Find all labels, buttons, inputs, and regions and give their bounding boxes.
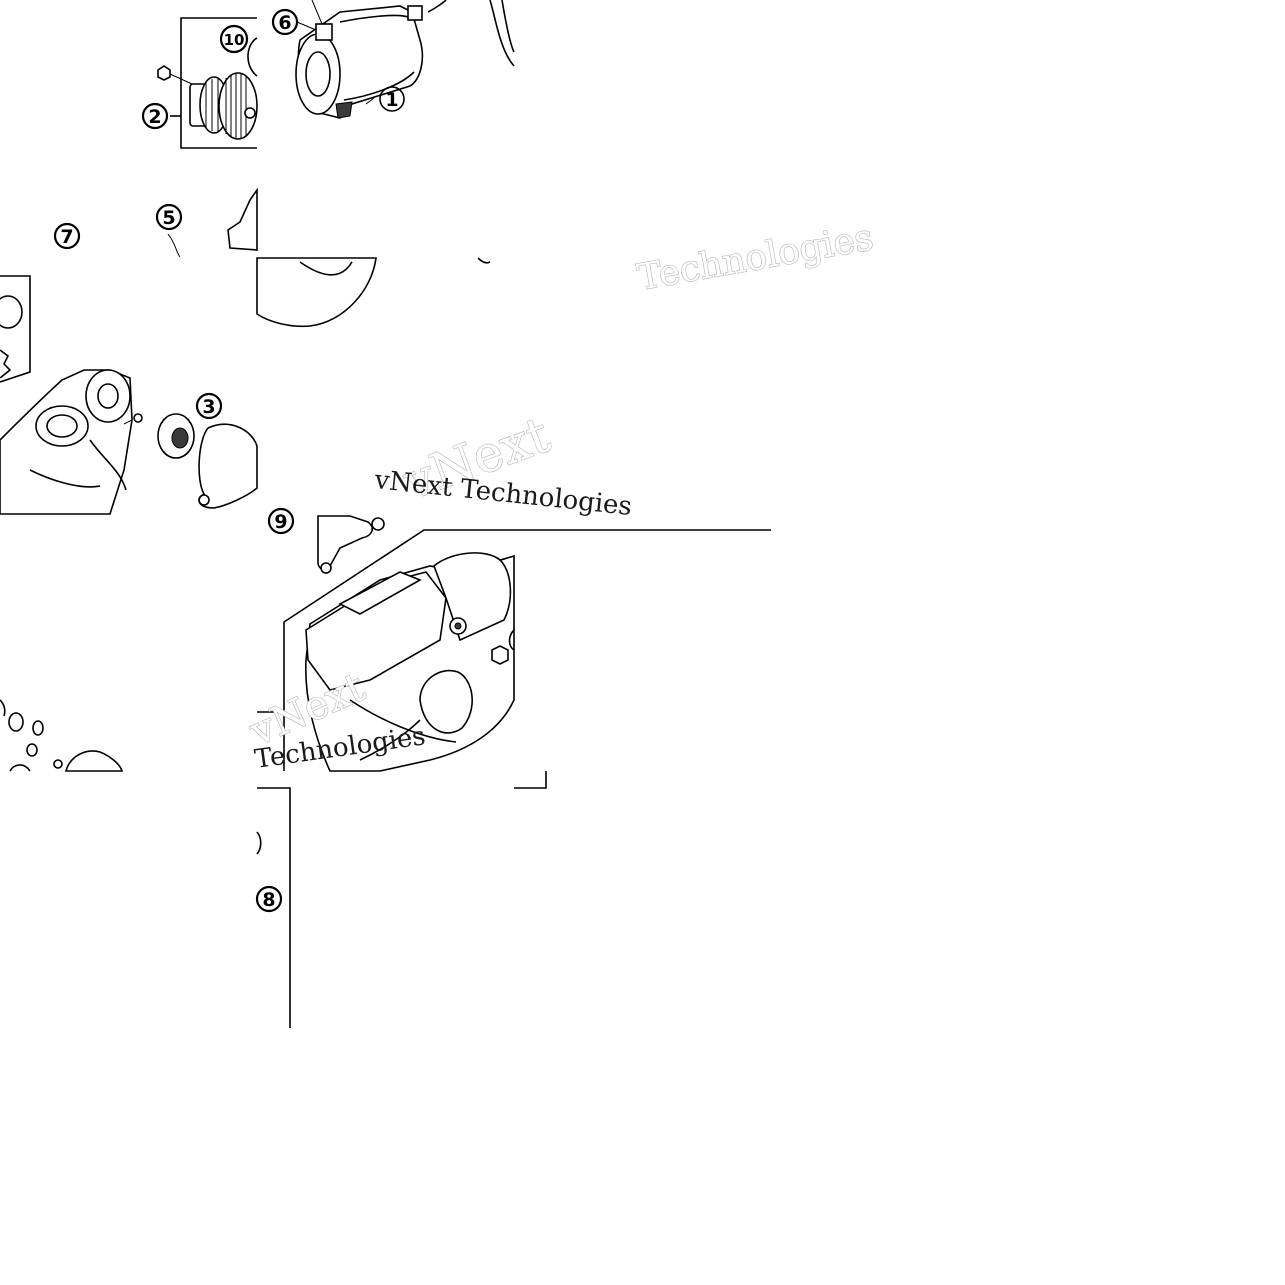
lower-frame [256, 771, 547, 1028]
water-pump-area [0, 187, 258, 515]
cover-bolt-center [454, 622, 462, 630]
pump-bracket [0, 275, 31, 383]
callout-5-leader [167, 233, 181, 258]
watermark-fragment-2: Technologies [634, 217, 876, 299]
nut-leader [169, 73, 193, 85]
callout-1-label: 1 [385, 89, 398, 111]
gear-hub [244, 107, 256, 119]
part-fragment-1 [0, 699, 6, 717]
corner-mark [514, 771, 547, 789]
pump-port [35, 405, 89, 447]
washer-fragment [508, 629, 515, 651]
callout-8-label: 8 [262, 889, 275, 911]
ignition-cover-area [257, 515, 771, 772]
callout-9: 9 [267, 507, 295, 535]
o-ring-10 [247, 37, 258, 77]
cover-plug [419, 669, 473, 734]
pump-port-inner [46, 414, 78, 438]
bottom-fragment [9, 764, 31, 772]
pump-housing-boss [85, 369, 131, 423]
terminal-leader [311, 0, 323, 25]
callout-10-label: 10 [224, 31, 245, 49]
callouts: 1 2 3 5 6 7 8 9 [53, 8, 405, 913]
small-nut [157, 65, 171, 81]
callout-3-label: 3 [202, 396, 215, 418]
callout-1-leader [365, 97, 375, 105]
callout-9-label: 9 [274, 511, 287, 533]
callout-3: 3 [195, 392, 223, 420]
pump-gasket [198, 423, 258, 509]
mount-tab [335, 101, 353, 119]
impeller-hub [171, 427, 189, 449]
motor-terminal [315, 23, 333, 41]
callout-7: 7 [53, 222, 81, 250]
sensor-bolt [371, 517, 385, 531]
pump-bolt [133, 413, 143, 423]
callout-6-label: 6 [278, 12, 291, 34]
cover-line-h2 [359, 719, 421, 761]
cover-nut [491, 645, 509, 665]
pickup-sensor [317, 515, 374, 571]
endcap-ring [305, 51, 331, 97]
cover-line-2 [89, 439, 127, 491]
lower-frame-line [257, 787, 291, 1028]
lower-fragment [256, 831, 262, 855]
callout-7-label: 7 [60, 226, 73, 248]
clutch-cover-edge [256, 257, 377, 328]
sensor-bolt-2 [320, 562, 332, 574]
dowel-pin-2 [32, 720, 44, 736]
pump-boss-inner [97, 383, 119, 409]
small-fragment [477, 257, 491, 264]
callout-1: 1 [379, 86, 405, 112]
gear-teeth [205, 74, 247, 138]
motor-wire [427, 0, 447, 13]
cover-side-lobe [433, 552, 512, 642]
drive-gear-large [218, 72, 258, 140]
starter-drive-kit [157, 17, 258, 149]
cover-arc [299, 261, 353, 276]
callout-2-label: 2 [148, 106, 161, 128]
bracket-fragment [227, 187, 258, 251]
small-parts [0, 699, 124, 772]
ignition-frame [283, 529, 771, 771]
callout-5: 5 [155, 203, 183, 231]
kit-bracket [180, 17, 257, 149]
cable-fragment-2 [501, 0, 515, 53]
motor-line-1 [339, 14, 411, 23]
pump-cover-fragment [64, 750, 124, 772]
cover-line [29, 469, 101, 488]
small-bolt [53, 759, 63, 769]
dowel-pin [8, 712, 24, 732]
clutch-cover-fragment [256, 257, 491, 328]
cover-line-h [349, 699, 457, 743]
starter-motor-endcap [295, 33, 341, 115]
bolt-leader [123, 419, 133, 425]
small-washer [26, 743, 38, 757]
callout-6: 6 [271, 8, 317, 36]
pump-o-ring [0, 295, 23, 329]
starter-motor [295, 0, 515, 119]
callout-10: 10 [219, 24, 249, 54]
terminal-post [407, 5, 423, 21]
gasket-hole [198, 494, 210, 506]
callout-2: 2 [141, 102, 169, 130]
callout-8: 8 [255, 885, 283, 913]
pump-gear-fragment [0, 349, 12, 379]
cover-raised-rib [338, 571, 422, 615]
cable-fragment [489, 0, 515, 67]
callout-5-label: 5 [162, 207, 175, 229]
